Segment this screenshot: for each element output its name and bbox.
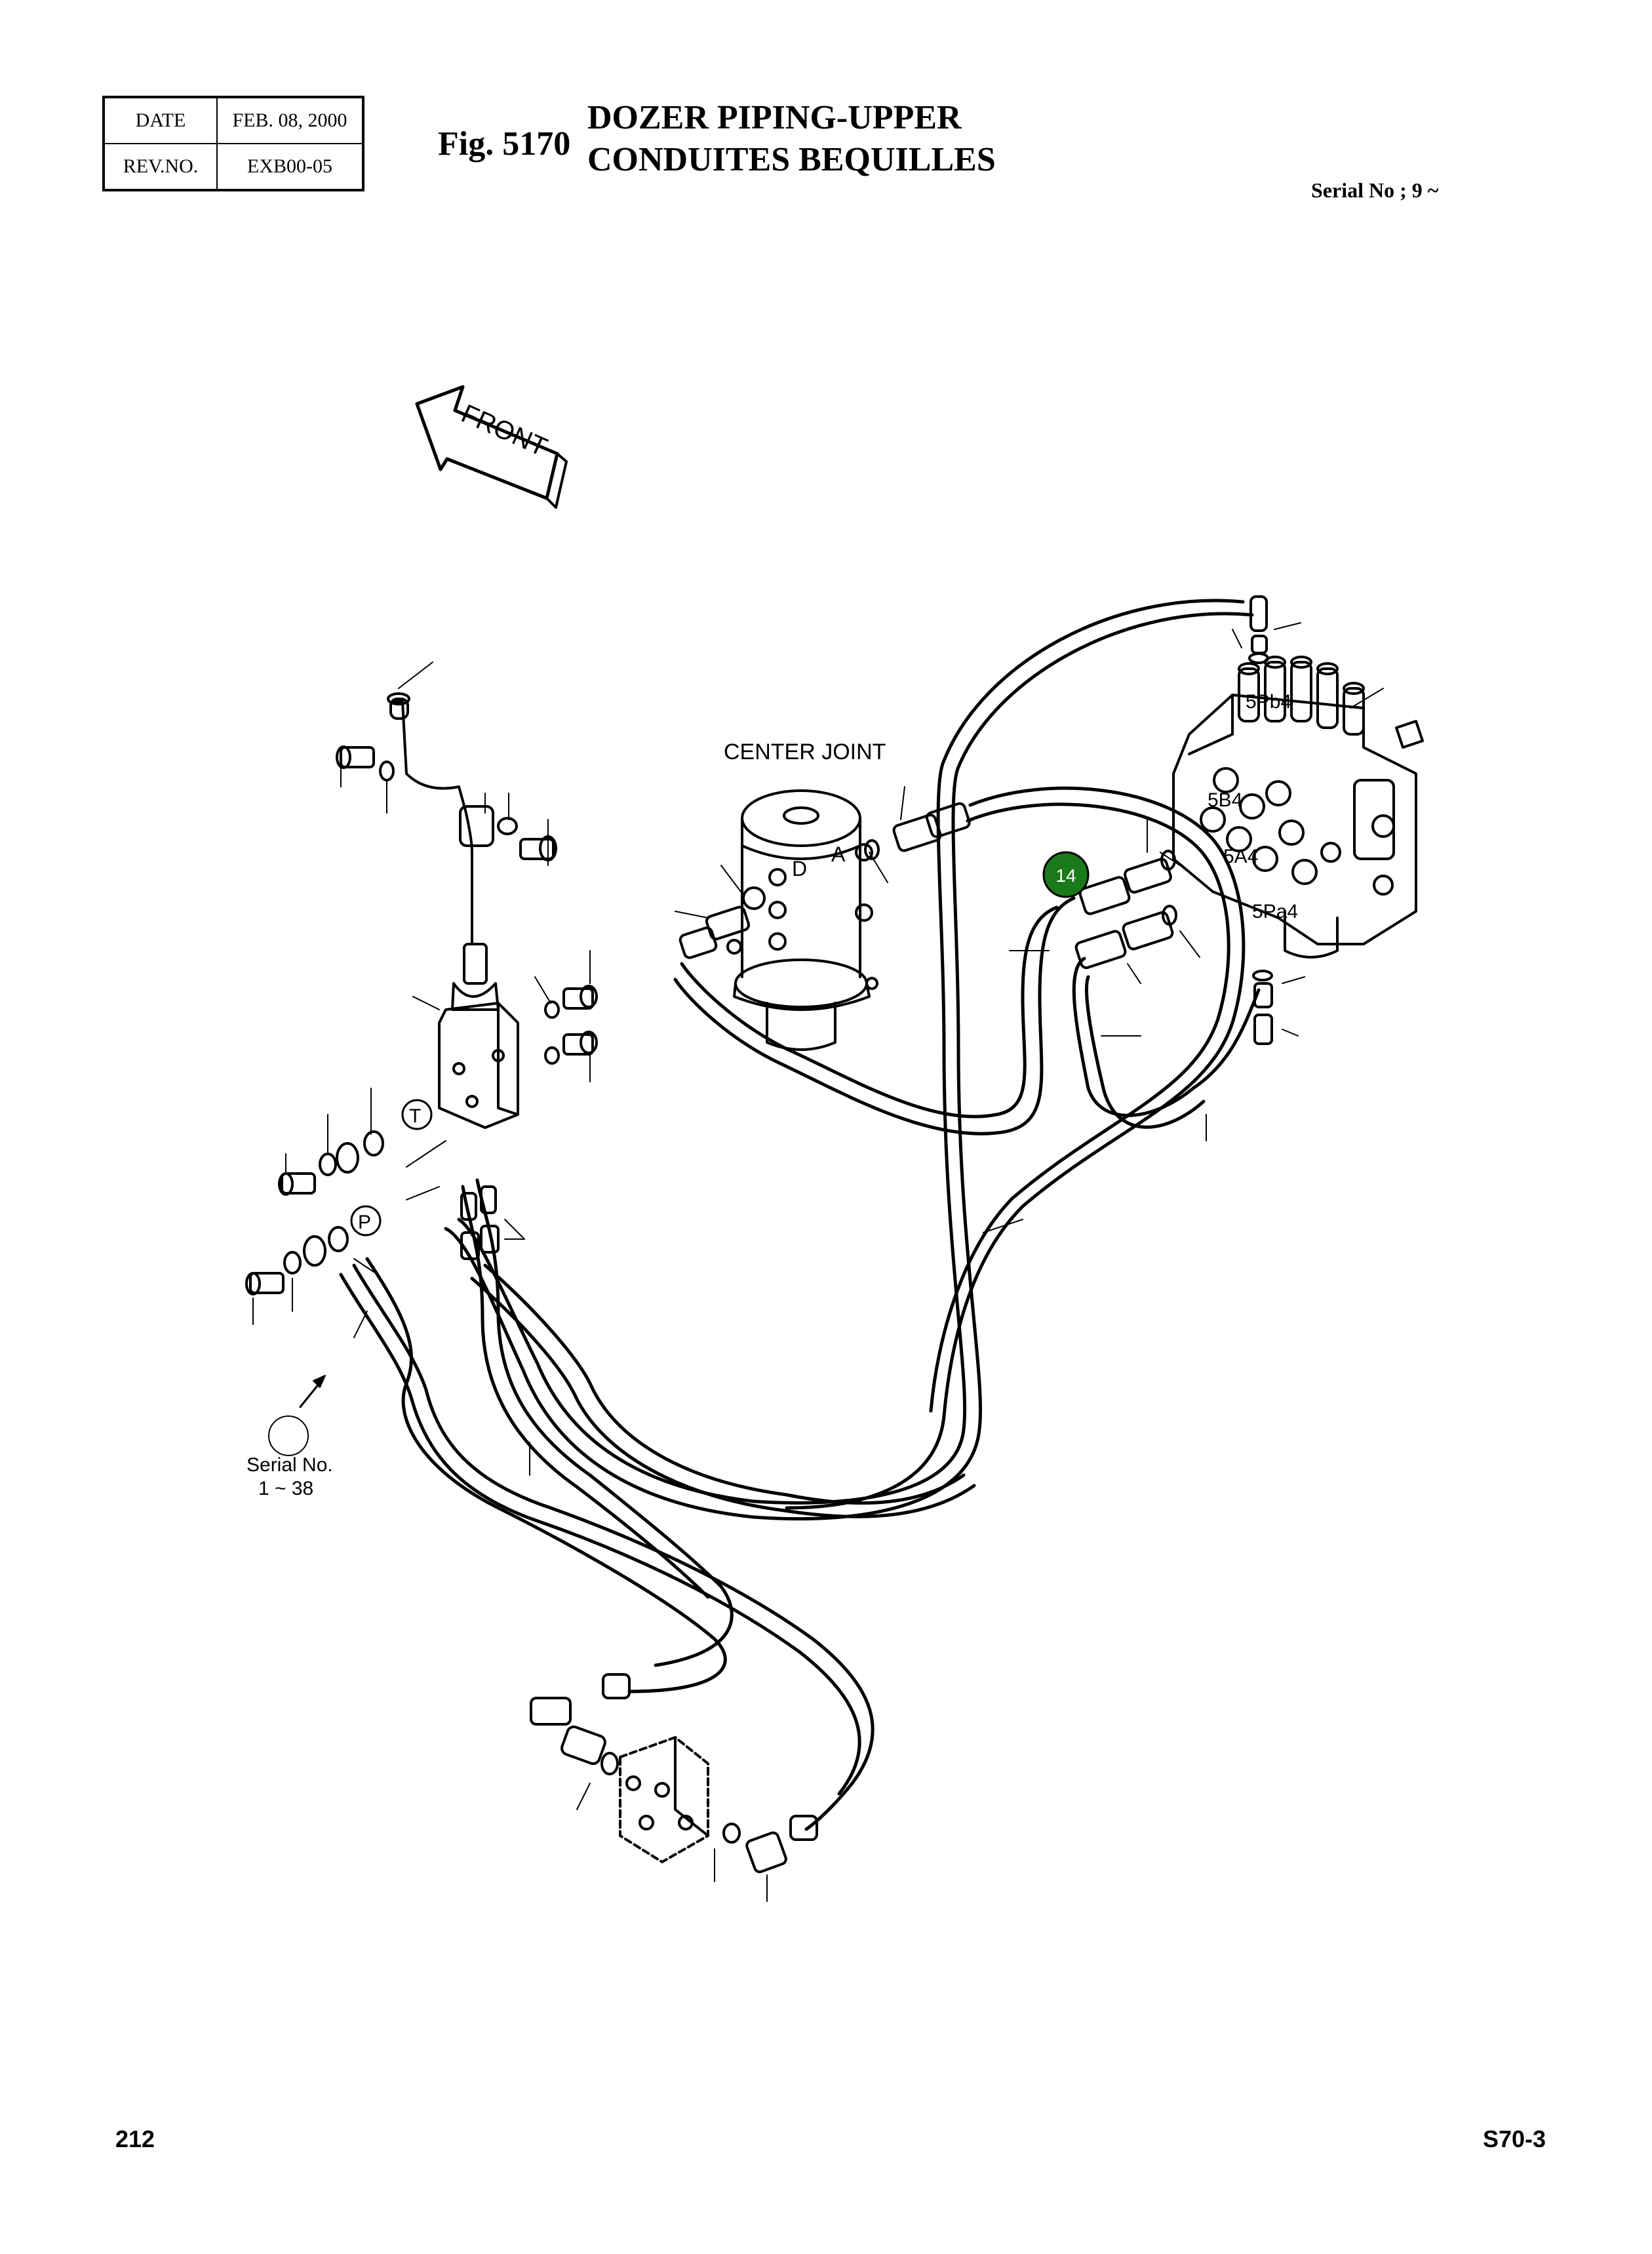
- port-p-circle: [350, 1205, 382, 1236]
- port-t-label: T: [409, 1105, 421, 1127]
- revision-info-table: DATE FEB. 08, 2000 REV.NO. EXB00-05: [102, 96, 364, 191]
- fasteners: [245, 745, 598, 1295]
- center-joint: [726, 789, 878, 1051]
- serial-range-note: Serial No ; 9 ~: [1311, 178, 1439, 202]
- front-label: FRONT: [457, 399, 551, 462]
- callout-number: 14: [1055, 865, 1076, 886]
- rev-value: EXB00-05: [216, 143, 364, 191]
- port-p-label: P: [358, 1212, 371, 1233]
- hose-lower-lines: [339, 1178, 976, 1831]
- page-number: 212: [115, 2125, 155, 2152]
- port-t-circle: [401, 1099, 433, 1130]
- callout-14[interactable]: 14: [1042, 851, 1090, 898]
- port-d-label: D: [792, 857, 807, 880]
- valve-port-5pb4-label: 5Pb4: [1246, 691, 1291, 713]
- front-arrow-icon: FRONT: [415, 385, 568, 509]
- serial-label-line2: 1 ~ 38: [258, 1478, 313, 1499]
- port-a-label: A: [831, 842, 846, 866]
- model-number: S70-3: [1483, 2125, 1546, 2152]
- leader-lines: [252, 622, 1384, 1902]
- date-value: FEB. 08, 2000: [216, 96, 364, 144]
- control-lever: [387, 692, 519, 1129]
- serial-label-line1: Serial No.: [246, 1454, 333, 1476]
- date-label: DATE: [103, 96, 218, 144]
- page-title-french: CONDUITES BEQUILLES: [587, 141, 996, 178]
- page-title-english: DOZER PIPING-UPPER: [587, 99, 962, 136]
- center-joint-label: CENTER JOINT: [724, 740, 886, 764]
- hose-boom-lines: [673, 896, 1261, 1136]
- valve-port-5pa4-label: 5Pa4: [1252, 901, 1298, 922]
- valve-port-5b4-label: 5B4: [1208, 789, 1242, 811]
- valve-fittings: [678, 595, 1273, 1045]
- bottom-manifold: [530, 1673, 818, 1874]
- serial-pointer-arrow: [299, 1375, 326, 1408]
- rev-label: REV.NO.: [103, 143, 218, 191]
- figure-number: Fig. 5170: [438, 125, 571, 163]
- serial-marker-circle: [268, 1415, 309, 1456]
